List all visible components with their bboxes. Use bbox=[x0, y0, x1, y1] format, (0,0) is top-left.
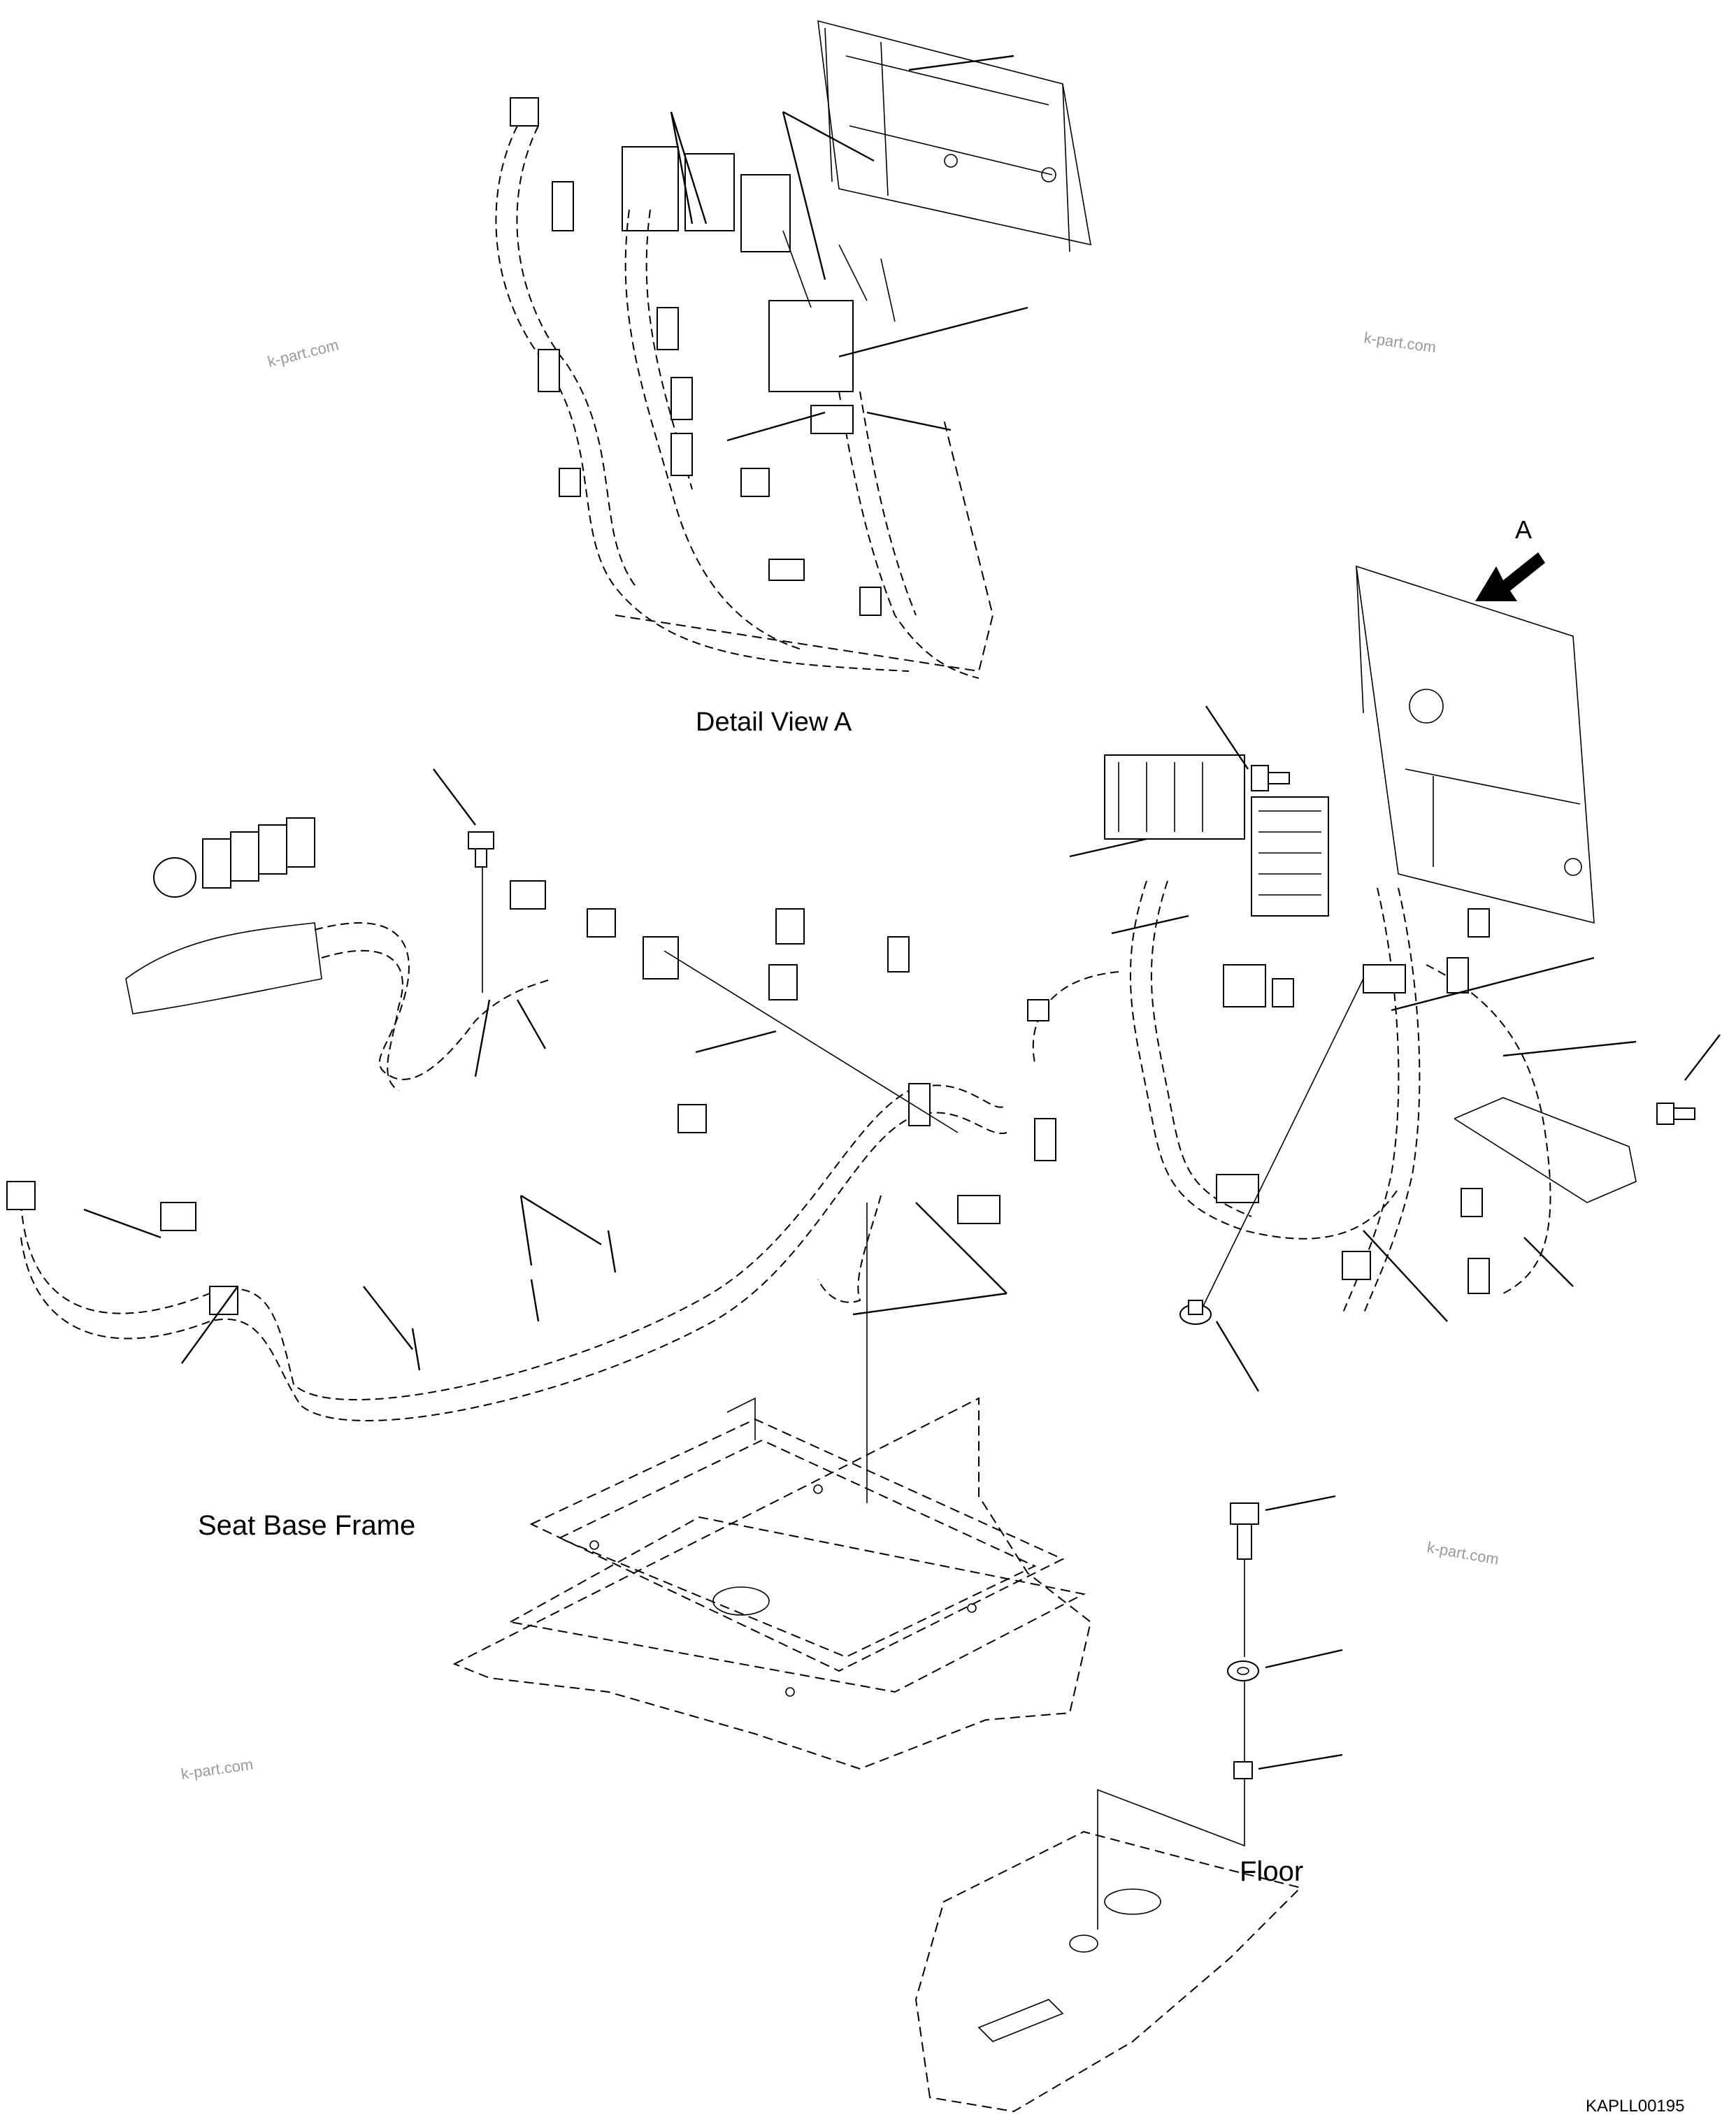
floor-label: Floor bbox=[1240, 1856, 1303, 1887]
floor-assembly bbox=[914, 1495, 1343, 2113]
bolt-far-right bbox=[1656, 1103, 1695, 1125]
detail-view-a-assembly bbox=[495, 20, 1091, 679]
main-harness-assembly bbox=[6, 565, 1721, 1503]
seat-base-frame-label: Seat Base Frame bbox=[198, 1510, 415, 1541]
watermark: k-part.com bbox=[266, 336, 340, 370]
watermark: k-part.com bbox=[1426, 1538, 1500, 1568]
view-a-marker: A bbox=[1515, 515, 1532, 544]
bolt-upper-left bbox=[468, 831, 494, 868]
drawing-code: KAPLL00195 bbox=[1586, 2097, 1684, 2116]
seat-base-frame bbox=[452, 1397, 1092, 1770]
bolt-lower-middle bbox=[1179, 1300, 1212, 1325]
detail-view-a-title: Detail View A bbox=[696, 708, 852, 737]
watermark: k-part.com bbox=[1363, 329, 1437, 356]
bolt-upper-right bbox=[1251, 765, 1290, 791]
view-a-arrow: A bbox=[1475, 515, 1545, 601]
watermark: k-part.com bbox=[180, 1756, 254, 1783]
